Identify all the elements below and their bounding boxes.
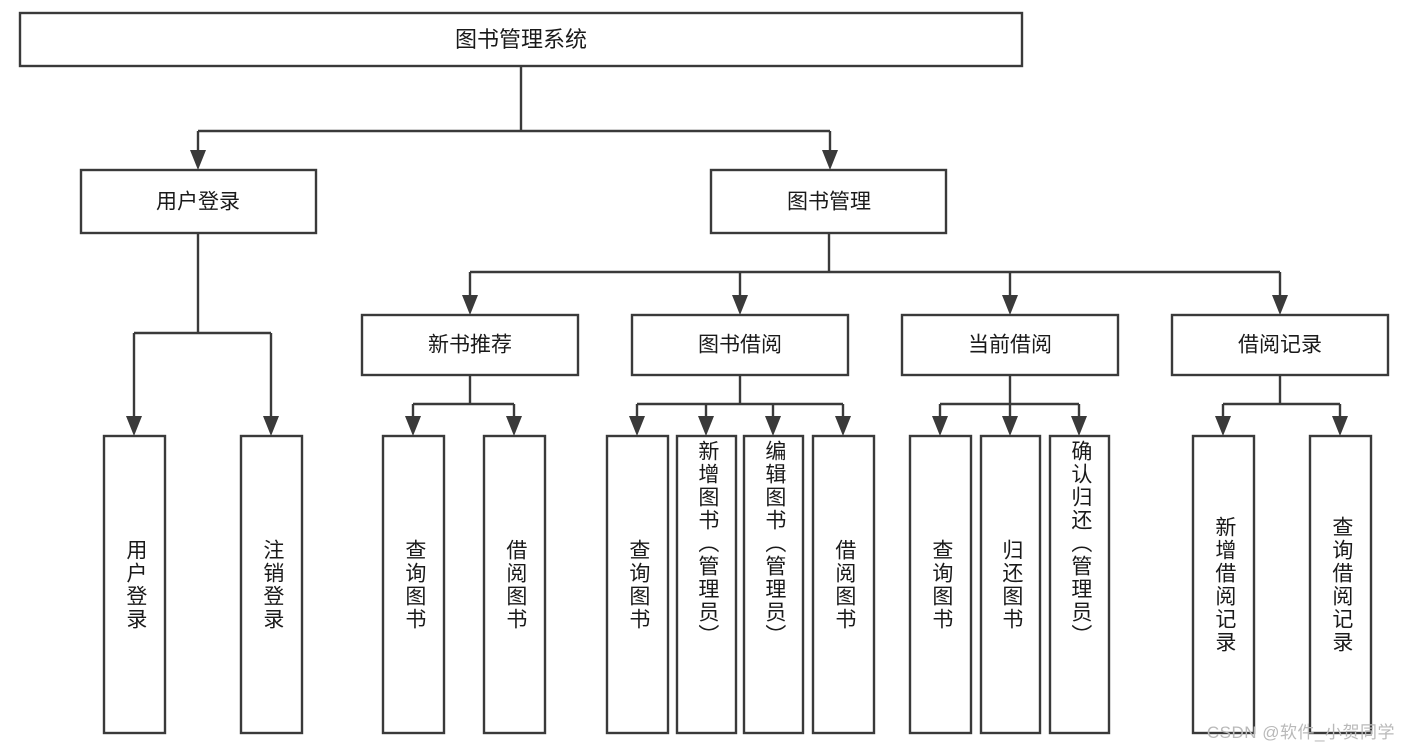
leaf-box-query-book-2[interactable]	[605, 434, 670, 735]
connector-root-to-level2	[190, 66, 838, 170]
new-book-rec-box[interactable]	[360, 313, 580, 377]
connector-borrow-record-to-leaves	[1215, 375, 1348, 436]
borrow-record-label: 借阅记录	[1238, 334, 1322, 357]
arrow-head-icon	[1332, 416, 1348, 436]
arrow-head-icon	[263, 416, 279, 436]
leaf-box-user-login[interactable]	[102, 434, 167, 735]
leaf-box-add-book[interactable]	[675, 434, 738, 735]
connector-current-borrow-to-leaves	[932, 375, 1087, 436]
leaf-box-query-book-3[interactable]	[908, 434, 973, 735]
root-box[interactable]	[18, 11, 1024, 68]
leaf-box-borrow-book-1[interactable]	[482, 434, 547, 735]
arrow-head-icon	[1002, 416, 1018, 436]
root-label: 图书管理系统	[455, 27, 587, 52]
leaf-box-add-record[interactable]	[1191, 434, 1256, 735]
current-borrow-label: 当前借阅	[968, 334, 1052, 357]
current-borrow-box[interactable]	[900, 313, 1120, 377]
watermark-text: CSDN @软件_小贺同学	[1206, 723, 1395, 742]
node-new-book-rec[interactable]: 新书推荐	[360, 313, 580, 377]
arrow-head-icon	[629, 416, 645, 436]
arrow-head-icon	[405, 416, 421, 436]
arrow-head-icon	[698, 416, 714, 436]
leaf-box-query-record[interactable]	[1308, 434, 1373, 735]
arrow-head-icon	[126, 416, 142, 436]
user-login-box[interactable]	[79, 168, 318, 235]
connector-new-book-rec-to-leaves	[405, 375, 522, 436]
node-current-borrow[interactable]: 当前借阅	[900, 313, 1120, 377]
connector-book-manage-to-level3	[462, 233, 1288, 315]
arrow-head-icon	[1215, 416, 1231, 436]
arrow-head-icon	[932, 416, 948, 436]
arrow-head-icon	[732, 295, 748, 315]
leaf-box-user-logout[interactable]	[239, 434, 304, 735]
arrow-head-icon	[765, 416, 781, 436]
node-root[interactable]: 图书管理系统	[18, 11, 1024, 68]
leaf-box-return-book[interactable]	[979, 434, 1042, 735]
leaf-box-confirm-return[interactable]	[1048, 434, 1111, 735]
arrow-head-icon	[190, 150, 206, 170]
arrow-head-icon	[462, 295, 478, 315]
new-book-rec-label: 新书推荐	[428, 334, 512, 357]
arrow-head-icon	[506, 416, 522, 436]
book-borrow-label: 图书借阅	[698, 334, 782, 357]
arrow-head-icon	[835, 416, 851, 436]
arrow-head-icon	[1272, 295, 1288, 315]
node-user-login[interactable]: 用户登录	[79, 168, 318, 235]
arrow-head-icon	[822, 150, 838, 170]
leaf-box-borrow-book-2[interactable]	[811, 434, 876, 735]
arrow-head-icon	[1002, 295, 1018, 315]
leaf-box-query-book-1[interactable]	[381, 434, 446, 735]
node-book-borrow[interactable]: 图书借阅	[630, 313, 850, 377]
user-login-label: 用户登录	[156, 191, 240, 214]
node-book-manage[interactable]: 图书管理	[709, 168, 948, 235]
connector-book-borrow-to-leaves	[629, 375, 851, 436]
leaf-box-edit-book[interactable]	[742, 434, 805, 735]
arrow-head-icon	[1071, 416, 1087, 436]
node-borrow-record[interactable]: 借阅记录	[1170, 313, 1390, 377]
book-manage-label: 图书管理	[787, 191, 871, 214]
connector-user-login-to-leaves	[126, 233, 279, 436]
